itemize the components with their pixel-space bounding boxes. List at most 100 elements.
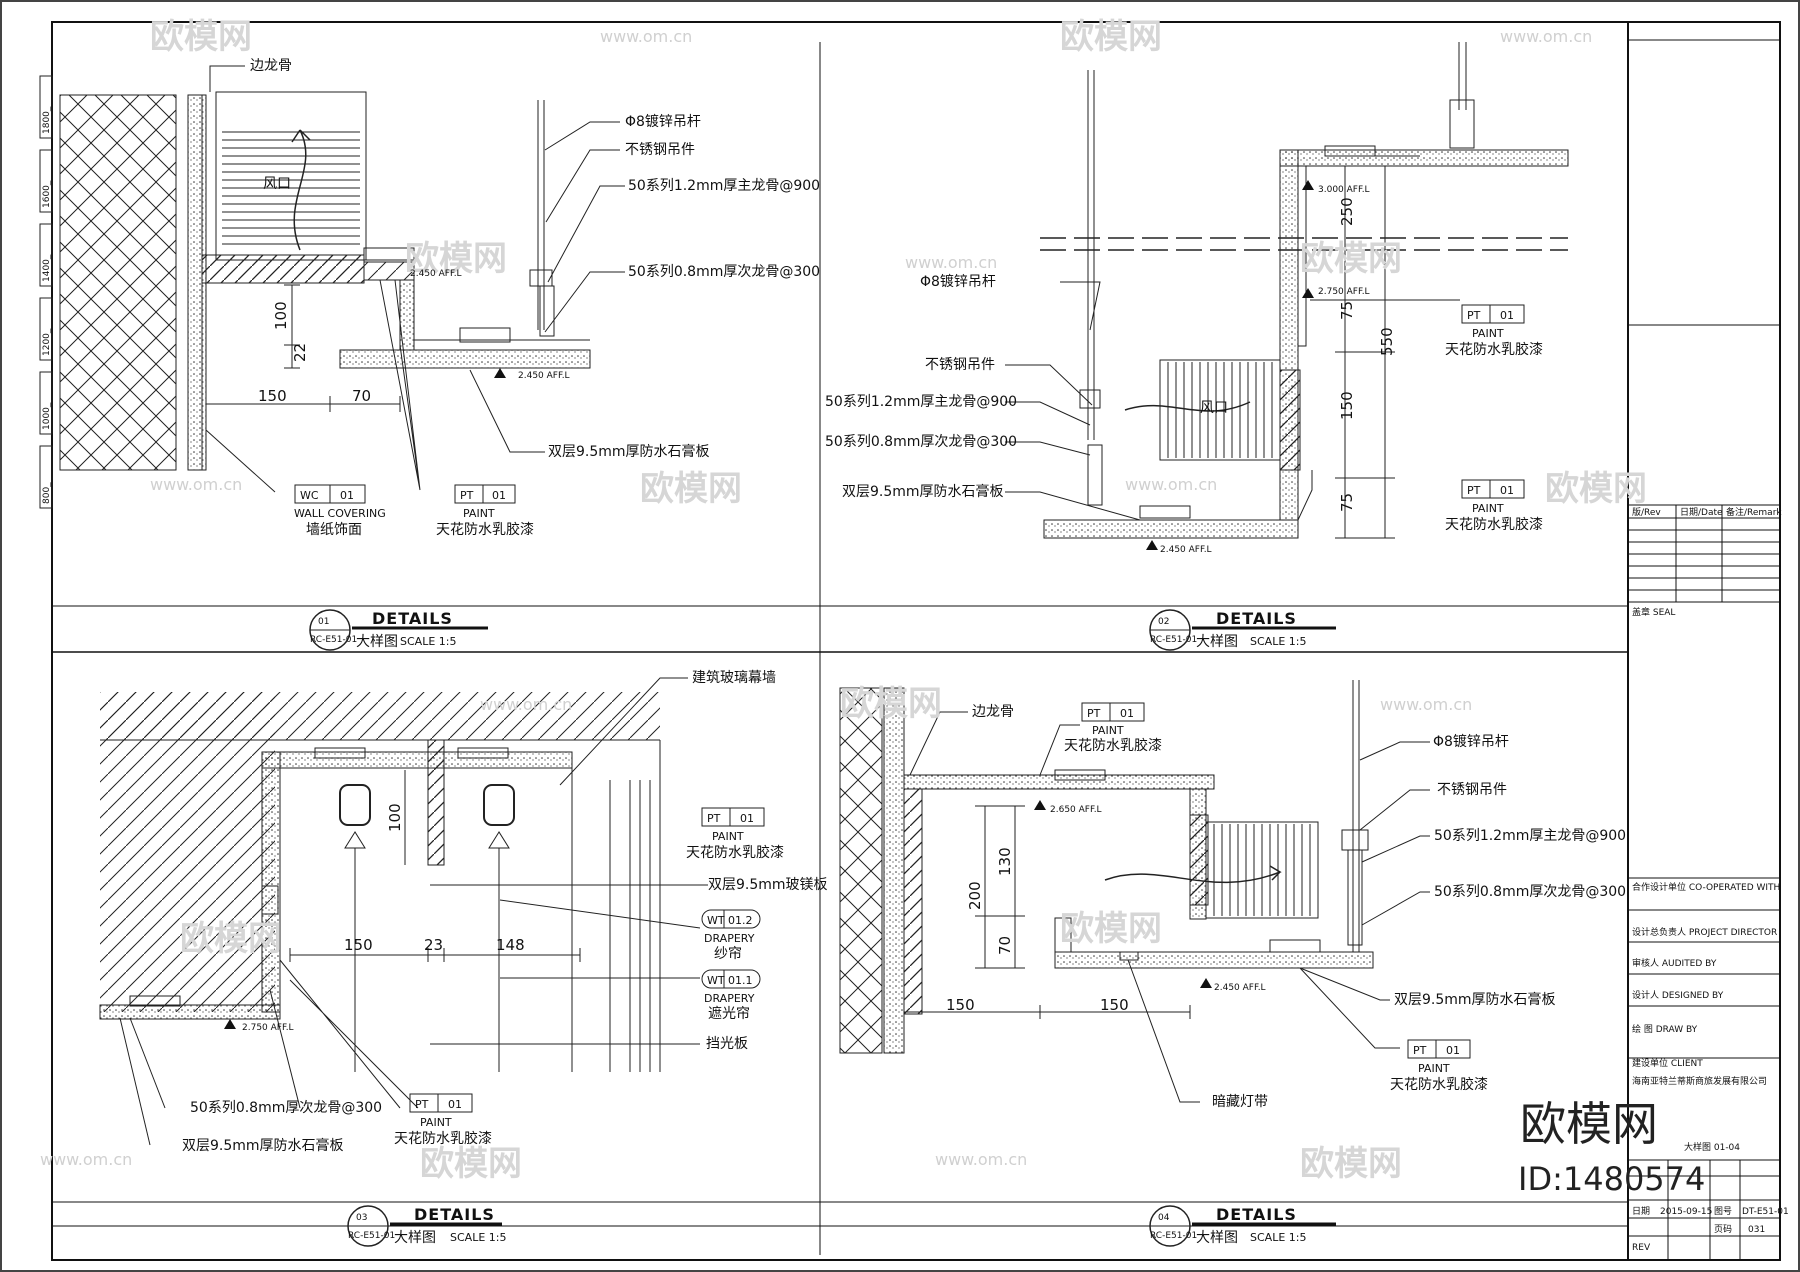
svg-text:PT: PT <box>1467 309 1481 322</box>
svg-text:大样图 01-04: 大样图 01-04 <box>1684 1141 1740 1153</box>
detail-04 <box>839 680 1471 1247</box>
svg-text:天花防水乳胶漆: 天花防水乳胶漆 <box>1445 516 1543 533</box>
side-stamp-box <box>39 297 53 361</box>
side-stamp-label: 1400_ <box>42 254 52 282</box>
svg-text:130: 130 <box>996 847 1014 876</box>
svg-text:备注/Remark: 备注/Remark <box>1726 506 1782 518</box>
svg-text:01: 01 <box>1500 309 1514 322</box>
svg-text:2.750 AFF.L: 2.750 AFF.L <box>1318 287 1370 297</box>
svg-text:WT: WT <box>707 974 725 987</box>
svg-text:RC-E51-01: RC-E51-01 <box>1150 635 1197 645</box>
svg-text:01.1: 01.1 <box>728 974 753 987</box>
svg-text:550: 550 <box>1378 327 1396 356</box>
svg-text:01: 01 <box>492 489 506 502</box>
svg-text:审核人 AUDITED BY: 审核人 AUDITED BY <box>1632 957 1717 969</box>
svg-text:www.om.cn: www.om.cn <box>150 475 242 494</box>
svg-text:双层9.5mm厚防水石膏板: 双层9.5mm厚防水石膏板 <box>842 483 1004 500</box>
svg-text:风口: 风口 <box>263 176 291 192</box>
svg-text:欧模网: 欧模网 <box>420 1144 522 1184</box>
svg-text:www.om.cn: www.om.cn <box>905 253 997 272</box>
svg-text:SCALE 1:5: SCALE 1:5 <box>1250 1231 1306 1244</box>
svg-text:03: 03 <box>356 1213 367 1223</box>
svg-text:大样图: 大样图 <box>394 1230 436 1246</box>
svg-text:01: 01 <box>340 489 354 502</box>
svg-text:RC-E51-01: RC-E51-01 <box>348 1231 395 1241</box>
svg-text:PAINT: PAINT <box>1472 327 1504 340</box>
svg-text:纱帘: 纱帘 <box>714 946 742 962</box>
svg-text:01: 01 <box>1446 1044 1460 1057</box>
svg-text:DETAILS: DETAILS <box>1216 1205 1297 1224</box>
svg-text:2015-09-15: 2015-09-15 <box>1660 1207 1712 1217</box>
svg-text:双层9.5mm厚防水石膏板: 双层9.5mm厚防水石膏板 <box>548 443 710 460</box>
svg-text:天花防水乳胶漆: 天花防水乳胶漆 <box>686 844 784 861</box>
svg-text:www.om.cn: www.om.cn <box>1125 475 1217 494</box>
svg-text:双层9.5mm玻镁板: 双层9.5mm玻镁板 <box>708 877 828 893</box>
svg-text:50系列1.2mm厚主龙骨@900: 50系列1.2mm厚主龙骨@900 <box>1434 828 1626 844</box>
svg-text:欧模网: 欧模网 <box>1300 1144 1402 1184</box>
side-stamp-box <box>39 371 53 435</box>
svg-text:大样图: 大样图 <box>1196 634 1238 650</box>
asset-id: ID:1480574 <box>1518 1160 1705 1198</box>
svg-text:欧模网: 欧模网 <box>1060 17 1162 57</box>
svg-text:150: 150 <box>1100 996 1129 1014</box>
side-stamp-box <box>39 75 53 139</box>
svg-text:www.om.cn: www.om.cn <box>600 27 692 46</box>
svg-text:02: 02 <box>1158 617 1169 627</box>
svg-text:DRAPERY: DRAPERY <box>704 992 755 1005</box>
svg-text:海南亚特兰蒂斯商旅发展有限公司: 海南亚特兰蒂斯商旅发展有限公司 <box>1632 1075 1767 1087</box>
svg-text:100: 100 <box>386 803 404 832</box>
svg-text:暗藏灯带: 暗藏灯带 <box>1212 1094 1268 1110</box>
svg-text:PT: PT <box>1413 1044 1427 1057</box>
svg-text:70: 70 <box>352 387 371 405</box>
svg-text:2.450 AFF.L: 2.450 AFF.L <box>1160 545 1212 555</box>
brand-logo-text: 欧模网 <box>1520 1097 1658 1151</box>
svg-text:图号: 图号 <box>1714 1206 1732 1217</box>
svg-text:031: 031 <box>1748 1225 1765 1235</box>
svg-text:欧模网: 欧模网 <box>405 239 507 279</box>
svg-text:REV: REV <box>1632 1243 1651 1253</box>
svg-text:DRAPERY: DRAPERY <box>704 932 755 945</box>
svg-text:欧模网: 欧模网 <box>1060 909 1162 949</box>
svg-text:合作设计单位 CO-OPERATED WITH: 合作设计单位 CO-OPERATED WITH <box>1632 881 1780 893</box>
svg-text:Φ8镀锌吊杆: Φ8镀锌吊杆 <box>920 273 996 290</box>
svg-text:边龙骨: 边龙骨 <box>250 58 292 74</box>
svg-text:欧模网: 欧模网 <box>640 469 742 509</box>
svg-text:www.om.cn: www.om.cn <box>40 1150 132 1169</box>
brand-overlay: 欧模网 ID:1480574 <box>1518 1097 1705 1198</box>
svg-text:盖章 SEAL: 盖章 SEAL <box>1632 606 1675 618</box>
svg-text:页码: 页码 <box>1714 1224 1732 1235</box>
svg-text:50系列1.2mm厚主龙骨@900: 50系列1.2mm厚主龙骨@900 <box>825 394 1017 410</box>
side-stamp-label: 800_ <box>42 482 52 504</box>
svg-text:挡光板: 挡光板 <box>706 1036 748 1052</box>
svg-text:天花防水乳胶漆: 天花防水乳胶漆 <box>1445 341 1543 358</box>
svg-text:01: 01 <box>1500 484 1514 497</box>
svg-text:01: 01 <box>740 812 754 825</box>
svg-text:www.om.cn: www.om.cn <box>1500 27 1592 46</box>
svg-text:DETAILS: DETAILS <box>1216 609 1297 628</box>
svg-text:DT-E51-01: DT-E51-01 <box>1742 1207 1789 1217</box>
svg-text:200: 200 <box>966 881 984 910</box>
svg-text:欧模网: 欧模网 <box>840 684 942 724</box>
svg-text:PT: PT <box>1087 707 1101 720</box>
svg-text:不锈钢吊件: 不锈钢吊件 <box>1437 782 1507 798</box>
svg-text:不锈钢吊件: 不锈钢吊件 <box>925 357 995 373</box>
svg-text:100: 100 <box>272 301 290 330</box>
svg-text:250: 250 <box>1338 197 1356 226</box>
svg-text:设计人 DESIGNED BY: 设计人 DESIGNED BY <box>1632 989 1724 1001</box>
svg-text:天花防水乳胶漆: 天花防水乳胶漆 <box>394 1130 492 1147</box>
side-stamp-box <box>39 223 53 287</box>
detail-03-labels: 建筑玻璃幕墙 双层9.5mm玻镁板 挡光板 50系列0.8mm厚次龙骨@300 … <box>182 669 828 1246</box>
svg-text:50系列0.8mm厚次龙骨@300: 50系列0.8mm厚次龙骨@300 <box>1434 884 1626 900</box>
svg-text:75: 75 <box>1338 301 1356 320</box>
svg-text:75: 75 <box>1338 493 1356 512</box>
svg-text:Φ8镀锌吊杆: Φ8镀锌吊杆 <box>1433 733 1509 750</box>
detail-04-labels: 边龙骨 Φ8镀锌吊杆 不锈钢吊件 50系列1.2mm厚主龙骨@900 50系列0… <box>946 704 1626 1246</box>
svg-text:建筑玻璃幕墙: 建筑玻璃幕墙 <box>692 669 776 686</box>
svg-text:欧模网: 欧模网 <box>150 17 252 57</box>
title-block <box>1628 39 1780 1260</box>
svg-text:www.om.cn: www.om.cn <box>480 695 572 714</box>
svg-text:设计总负责人 PROJECT DIRECTOR: 设计总负责人 PROJECT DIRECTOR <box>1632 926 1777 938</box>
svg-text:天花防水乳胶漆: 天花防水乳胶漆 <box>436 521 534 538</box>
svg-text:版/Rev: 版/Rev <box>1632 506 1661 518</box>
svg-text:50系列0.8mm厚次龙骨@300: 50系列0.8mm厚次龙骨@300 <box>628 264 820 280</box>
